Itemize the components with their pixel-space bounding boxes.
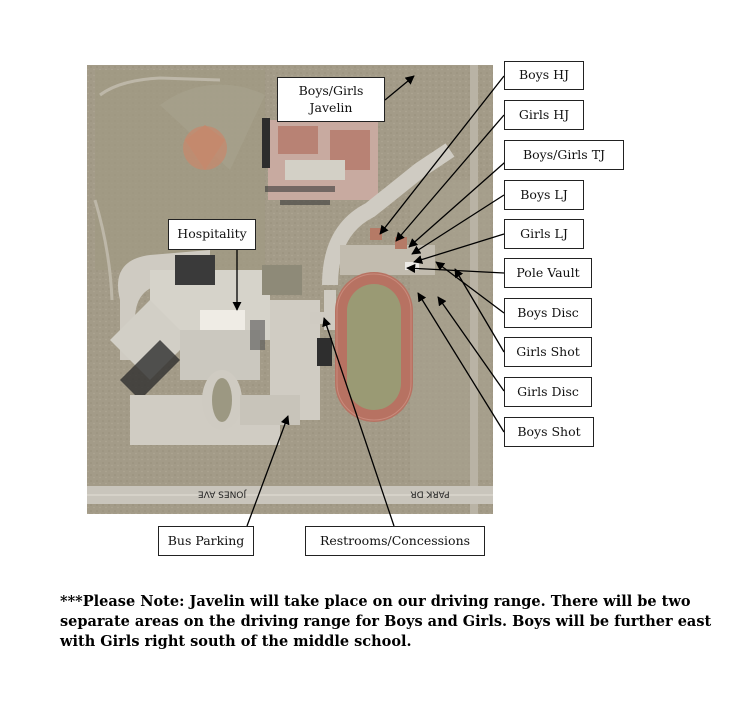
arrow-girls-lj	[413, 233, 505, 264]
label-restrooms-concessions: Restrooms/Concessions	[305, 526, 485, 556]
main-school	[110, 250, 302, 400]
arrow-bus-parking	[246, 415, 290, 527]
label-girls-disc: Girls Disc	[504, 377, 592, 407]
arrow-boys-lj	[411, 194, 505, 255]
label-boys-hj: Boys HJ	[504, 61, 584, 90]
street-park-dr: PARK DR	[410, 489, 449, 499]
label-javelin: Boys/Girls Javelin	[277, 77, 385, 122]
running-track	[335, 272, 413, 422]
baseball-field	[160, 84, 265, 170]
javelin-note: ***Please Note: Javelin will take place …	[60, 593, 712, 650]
arrow-boys-hj	[379, 75, 505, 235]
label-bus-parking: Bus Parking	[158, 526, 254, 556]
label-javelin-line2: Javelin	[309, 99, 353, 115]
arrow-girls-disc	[437, 296, 505, 392]
arrow-girls-shot	[454, 268, 505, 353]
label-girls-hj: Girls HJ	[504, 100, 584, 130]
label-boys-lj: Boys LJ	[504, 180, 584, 210]
label-girls-lj: Girls LJ	[504, 219, 584, 249]
arrow-boys-shot	[417, 292, 505, 433]
concessions-building	[317, 338, 332, 366]
label-boys-shot: Boys Shot	[504, 417, 594, 447]
arrow-tj	[408, 155, 513, 248]
arrow-javelin	[384, 75, 415, 101]
label-pole-vault: Pole Vault	[504, 258, 592, 288]
arrow-boys-disc	[435, 261, 505, 314]
north-building	[262, 118, 378, 205]
label-javelin-line1: Boys/Girls	[298, 82, 364, 98]
arrow-restrooms	[322, 317, 395, 527]
label-boys-girls-tj: Boys/Girls TJ	[504, 140, 624, 170]
street-jones-ave: JONES AVE	[198, 489, 247, 499]
parking-lots	[130, 300, 320, 445]
arrow-girls-hj	[395, 114, 505, 242]
label-girls-shot: Girls Shot	[504, 337, 592, 367]
label-hospitality: Hospitality	[168, 219, 256, 250]
label-boys-disc: Boys Disc	[504, 298, 592, 328]
